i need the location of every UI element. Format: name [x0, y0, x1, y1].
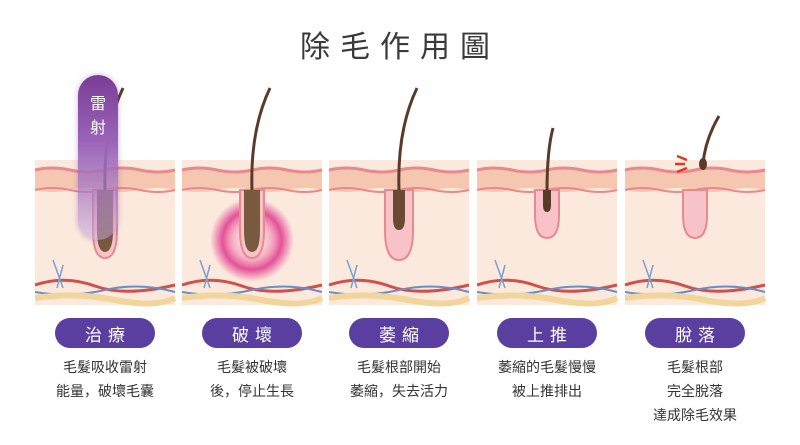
laser-label-char: 射	[89, 118, 106, 137]
stage-shrink: 萎縮 毛髮根部開始 萎縮，失去活力	[328, 0, 471, 445]
desc-line: 毛髮吸收雷射	[63, 360, 147, 376]
desc-line: 萎縮，失去活力	[350, 384, 448, 400]
stage-push-up: 上推 萎縮的毛髮慢慢 被上推排出	[476, 0, 619, 445]
stage-label: 治療	[55, 318, 155, 348]
stage-treatment: 雷 射 治療 毛髮吸收雷射 能量，破壞毛囊	[34, 0, 177, 445]
stage-destroy: 破壞 毛髮被破壞 後，停止生長	[181, 0, 324, 445]
skin-diagram-destroy	[181, 87, 324, 307]
laser-label-char: 雷	[89, 94, 106, 113]
skin-diagram-fall-out	[624, 115, 767, 307]
desc-line: 毛髮根部	[667, 360, 723, 376]
stage-label: 萎縮	[349, 318, 449, 348]
laser-beam	[78, 75, 118, 240]
stage-fall-out: 脫落 毛髮根部 完全脫落 達成除毛效果	[624, 0, 767, 445]
skin-diagram-shrink	[328, 87, 471, 307]
stage-label: 脫落	[645, 318, 745, 348]
stage-description: 毛髮根部 完全脫落 達成除毛效果	[625, 356, 765, 428]
desc-line: 被上推排出	[512, 384, 582, 400]
skin-diagram-push-up	[476, 127, 619, 307]
desc-line: 後，停止生長	[210, 384, 294, 400]
page-title: 除毛作用圖	[300, 30, 500, 65]
desc-line: 毛髮根部開始	[357, 360, 441, 376]
desc-line: 完全脫落	[667, 384, 723, 400]
laser-label: 雷 射	[78, 92, 118, 140]
desc-line: 達成除毛效果	[653, 408, 737, 424]
desc-line: 能量，破壞毛囊	[56, 384, 154, 400]
stage-label: 上推	[497, 318, 597, 348]
stage-description: 毛髮吸收雷射 能量，破壞毛囊	[35, 356, 175, 404]
stage-label: 破壞	[202, 318, 302, 348]
desc-line: 毛髮被破壞	[217, 360, 287, 376]
stage-description: 萎縮的毛髮慢慢 被上推排出	[477, 356, 617, 404]
stage-description: 毛髮被破壞 後，停止生長	[182, 356, 322, 404]
stage-description: 毛髮根部開始 萎縮，失去活力	[329, 356, 469, 404]
desc-line: 萎縮的毛髮慢慢	[498, 360, 596, 376]
